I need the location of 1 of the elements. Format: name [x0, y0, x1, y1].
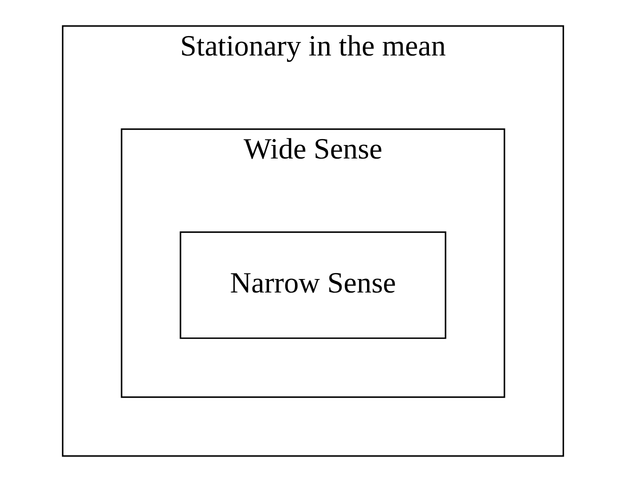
node-box: Narrow Sense [179, 231, 446, 339]
